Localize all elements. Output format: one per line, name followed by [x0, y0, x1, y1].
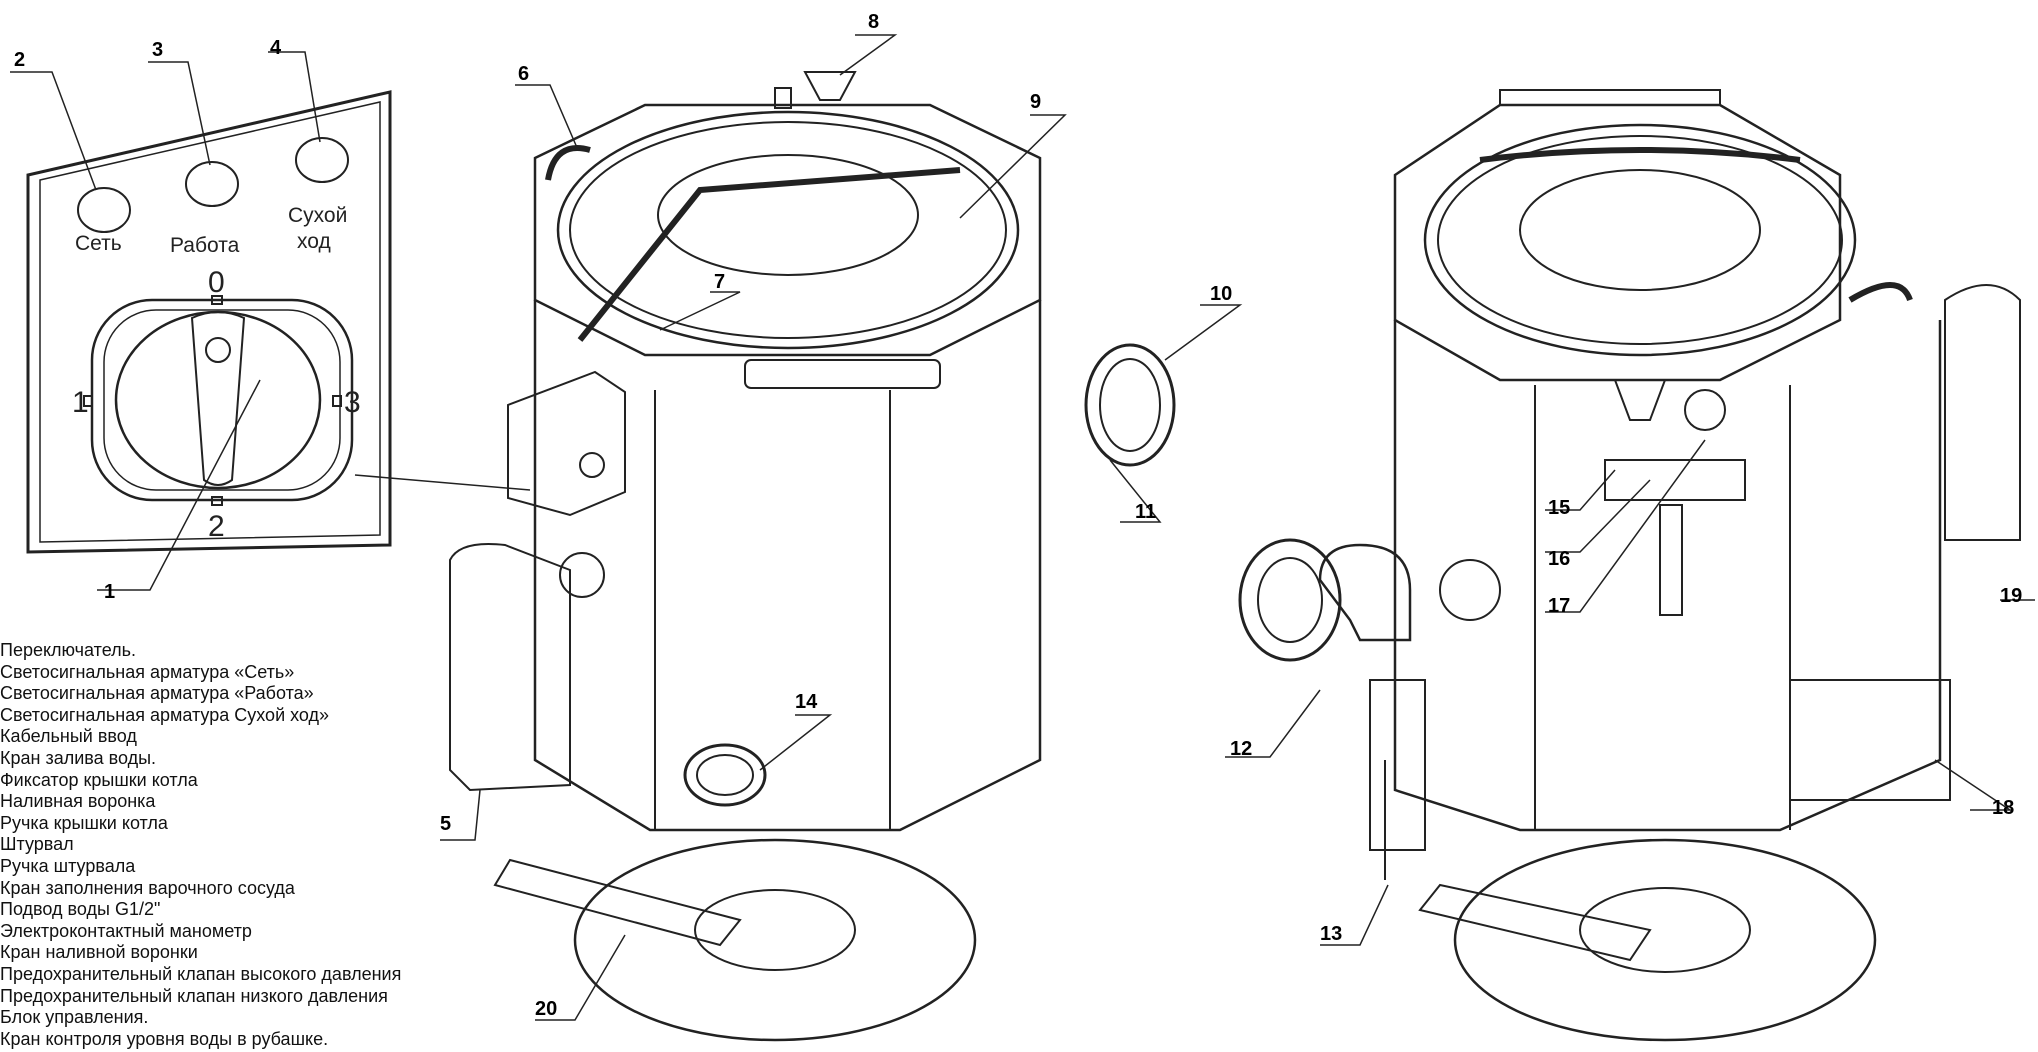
legend-item: Кран контроля уровня воды в рубашке. [0, 1028, 329, 1049]
callout-7: 7 [714, 271, 725, 293]
callout-5: 5 [440, 813, 451, 835]
kettle-front-view [449, 71, 1176, 1042]
legend-item: Ручка штурвала [0, 855, 136, 876]
callout-8: 8 [868, 11, 879, 33]
callout-numbers: 1 2 3 4 5 6 7 8 9 10 11 12 13 14 15 16 1… [14, 11, 2022, 1020]
callout-12: 12 [1230, 738, 1252, 760]
lamp-dry-run-label-1: Сухой [288, 204, 347, 227]
callout-16: 16 [1548, 548, 1570, 570]
lamp-network [77, 187, 131, 233]
dial-position-3: 3 [344, 386, 361, 419]
lamp-network-label: Сеть [75, 232, 122, 255]
callout-20: 20 [535, 998, 557, 1020]
callout-15: 15 [1548, 497, 1570, 519]
legend-item: Блок управления. [0, 1007, 149, 1028]
callout-10: 10 [1210, 283, 1232, 305]
leader-lines [10, 34, 2035, 1021]
lamp-dry-run [295, 137, 349, 183]
kettle-rear-view [1238, 89, 2021, 1042]
callout-19: 19 [2000, 585, 2022, 607]
callout-1: 1 [104, 581, 115, 603]
legend-item: Штурвал [0, 834, 74, 855]
callout-9: 9 [1030, 91, 1041, 113]
handwheel-right [1238, 538, 1342, 662]
callout-17: 17 [1548, 595, 1570, 617]
sight-glass [683, 743, 767, 807]
callout-18: 18 [1992, 797, 2014, 819]
callout-6: 6 [518, 63, 529, 85]
callout-13: 13 [1320, 923, 1342, 945]
callout-11: 11 [1135, 501, 1156, 523]
dial-position-0: 0 [208, 266, 225, 299]
legend-item: Светосигнальная арматура «Работа» [0, 683, 314, 704]
legend-item: Наливная воронка [0, 791, 156, 812]
legend-item: Кран залива воды. [0, 747, 157, 768]
lamp-operation [185, 161, 239, 207]
legend-item: Ручка крышки котла [0, 812, 168, 833]
legend-item: Светосигнальная арматура «Сеть» [0, 661, 295, 682]
callout-14: 14 [795, 691, 818, 713]
legend-item: Кран наливной воронки [0, 942, 198, 963]
handwheel-left [1084, 343, 1176, 467]
legend-item: Предохранительный клапан низкого давлени… [0, 985, 388, 1006]
legend-item: Кран заполнения варочного сосуда [0, 877, 295, 898]
control-panel-detail: Сеть Работа Сухой ход 0 1 2 3 [26, 90, 392, 554]
callout-2: 2 [14, 49, 25, 71]
legend-item: Фиксатор крышки котла [0, 769, 198, 790]
legend-item: Электроконтактный манометр [0, 920, 252, 941]
lamp-dry-run-label-2: ход [297, 230, 331, 253]
lamp-operation-label: Работа [170, 234, 240, 257]
dial-position-2: 2 [208, 510, 225, 543]
legend-item: Подвод воды G1/2" [0, 899, 161, 920]
dial-position-1: 1 [72, 386, 89, 419]
callout-4: 4 [270, 37, 282, 59]
legend-item: Кабельный ввод [0, 726, 137, 747]
legend-item: Светосигнальная арматура Сухой ход» [0, 704, 330, 725]
legend-item: Переключатель. [0, 640, 136, 660]
selector-knob-handle [190, 311, 246, 486]
callout-3: 3 [152, 39, 163, 61]
parts-legend: Переключатель. Светосигнальная арматура … [0, 640, 520, 1050]
legend-item: Предохранительный клапан высокого давлен… [0, 963, 402, 984]
